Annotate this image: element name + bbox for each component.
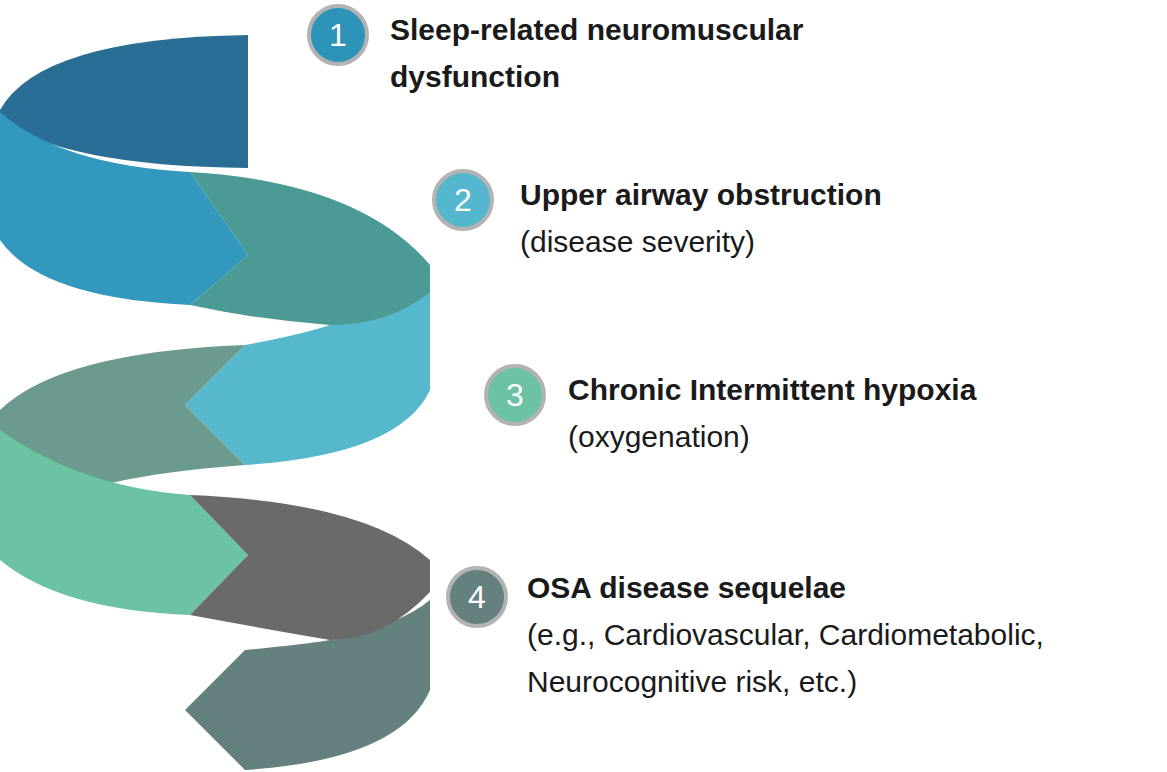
step-text-group: OSA disease sequelae(e.g., Cardiovascula…: [527, 564, 1167, 705]
step-circle: 1: [307, 4, 369, 66]
step-number: 4: [468, 579, 486, 616]
step-circle: 4: [446, 566, 508, 628]
step-circle: 3: [484, 364, 546, 426]
step-circle: 2: [432, 169, 494, 231]
step-detail: (oxygenation): [568, 413, 1158, 460]
step-title: OSA disease sequelae: [527, 564, 1167, 611]
step-title: Sleep-related neuromuscular dysfunction: [390, 6, 950, 100]
step-text-group: Upper airway obstruction(disease severit…: [520, 171, 1140, 265]
step-text-group: Chronic Intermittent hypoxia(oxygenation…: [568, 366, 1158, 460]
ribbon-segment: [0, 430, 248, 615]
step-title: Chronic Intermittent hypoxia: [568, 366, 1158, 413]
step-number: 1: [329, 17, 347, 54]
step-title: Upper airway obstruction: [520, 171, 1140, 218]
step-detail: (e.g., Cardiovascular, Cardiometabolic, …: [527, 611, 1167, 705]
step-number: 3: [506, 377, 524, 414]
ribbon-segment: [190, 495, 430, 640]
step-detail: (disease severity): [520, 218, 1140, 265]
step-number: 2: [454, 182, 472, 219]
step-text-group: Sleep-related neuromuscular dysfunction: [390, 6, 950, 100]
ribbon-segment: [0, 112, 248, 305]
ribbon-segment: [190, 172, 430, 325]
